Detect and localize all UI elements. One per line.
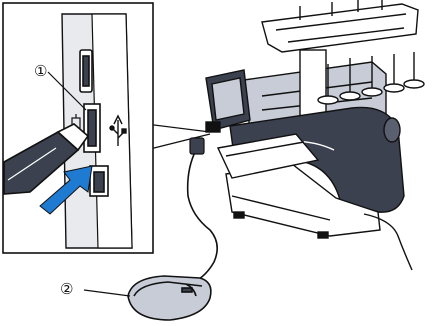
callout-label-2: ② xyxy=(60,280,73,298)
callout-label-1: ① xyxy=(34,62,47,80)
cable-plug xyxy=(190,138,204,154)
lcd-panel xyxy=(206,70,250,132)
embroidery-machine xyxy=(218,0,424,270)
usb-mouse xyxy=(128,276,211,320)
callout-usb-mouse: ② xyxy=(60,280,130,298)
mouse-cable xyxy=(188,150,218,282)
